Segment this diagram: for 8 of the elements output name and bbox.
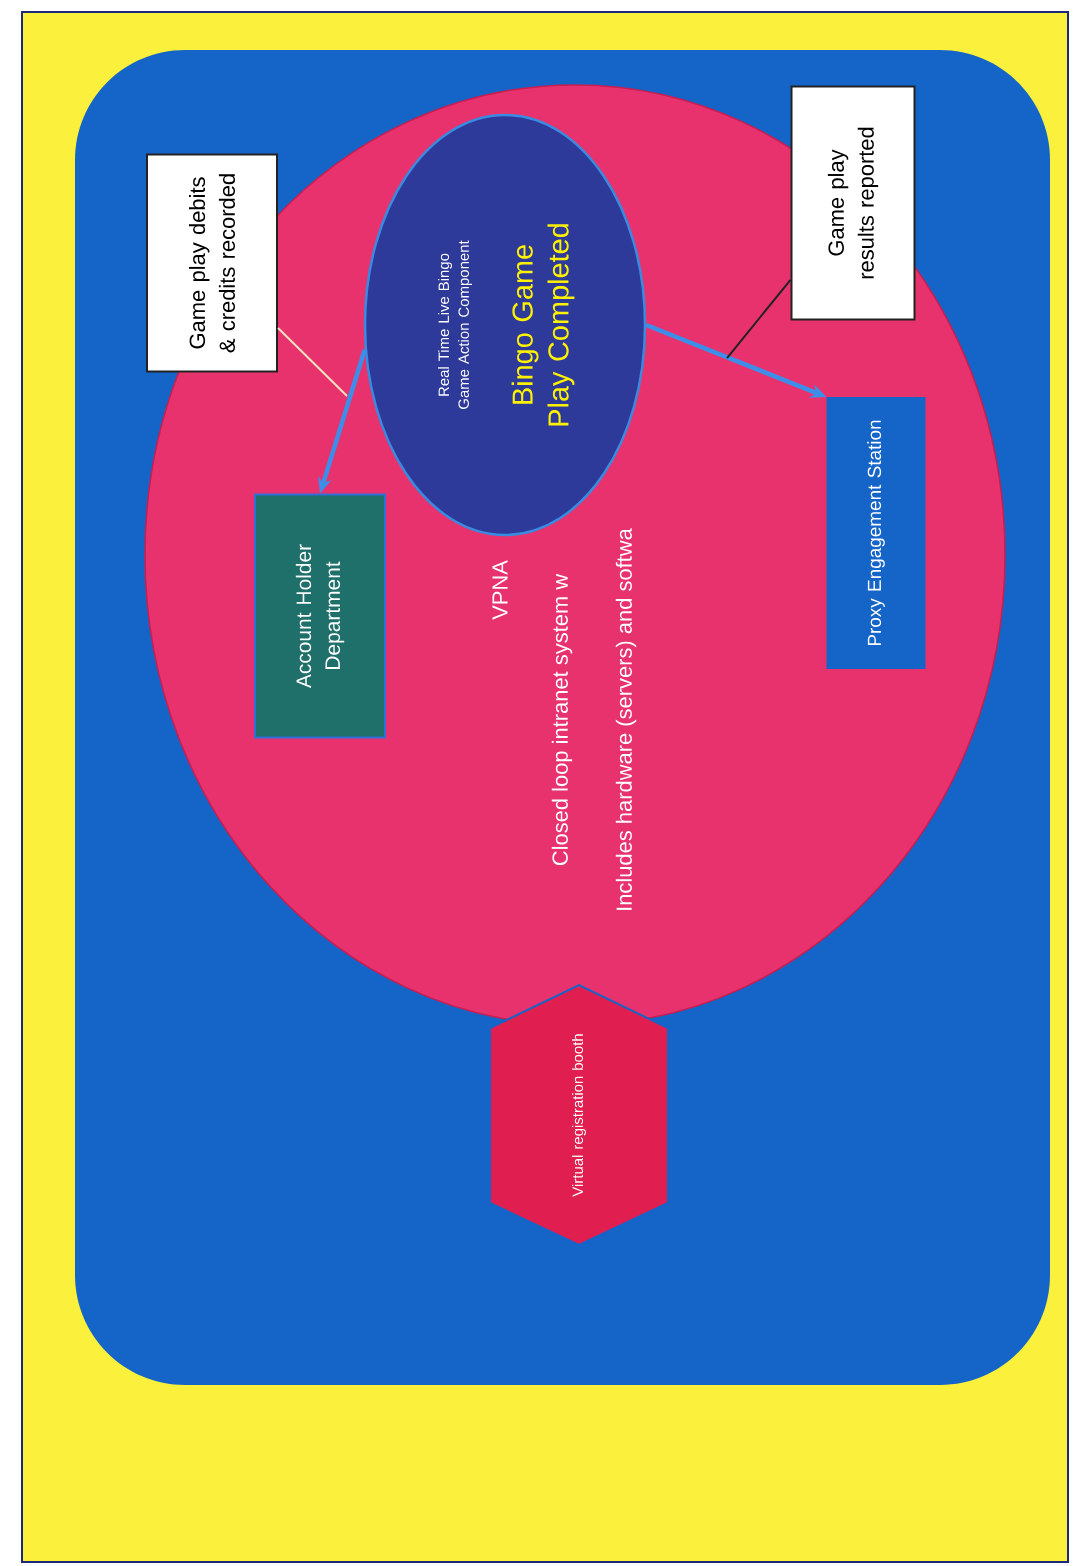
- body-text: Closed loop intranet system w: [551, 573, 573, 866]
- callout-box: Game play debits & credits recorded: [146, 153, 278, 373]
- body-text: VPNA: [492, 560, 508, 620]
- leader-line: [726, 278, 792, 359]
- station-box: Proxy Engagement Station: [826, 397, 926, 669]
- leader-line: [277, 326, 348, 397]
- department-box: Account Holder Department: [254, 493, 386, 739]
- booth-hexagon: Virtual registration booth: [489, 983, 669, 1247]
